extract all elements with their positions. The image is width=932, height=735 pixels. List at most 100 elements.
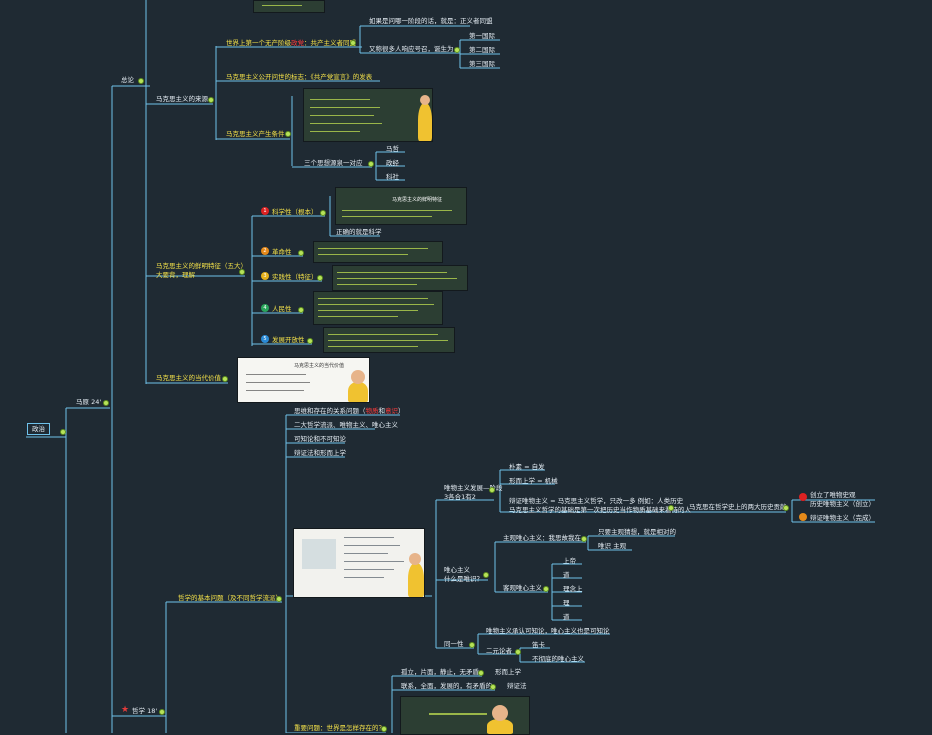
collapse-icon[interactable] — [381, 726, 387, 732]
collapse-icon[interactable] — [60, 429, 66, 435]
node-mazhe[interactable]: 马哲 — [386, 145, 399, 153]
lecture-image[interactable] — [303, 88, 433, 142]
collapse-icon[interactable] — [103, 400, 109, 406]
node-subj-2[interactable]: 唯识 主观 — [598, 542, 627, 550]
node-zhengjing[interactable]: 政经 — [386, 159, 399, 167]
collapse-icon[interactable] — [454, 47, 460, 53]
node-scientific-note[interactable]: 正确的就是科学 — [336, 228, 382, 236]
node-relation[interactable]: 思维和存在的关系问题（物质和意识） — [294, 407, 405, 415]
node-ma[interactable]: 马原 24' — [76, 398, 102, 406]
collapse-icon[interactable] — [368, 161, 374, 167]
node-knowable[interactable]: 可知论和不可知论 — [294, 435, 346, 443]
node-features[interactable]: 马克思主义的鲜明特征（五大） 大要背，理解 — [155, 262, 248, 280]
lecture-image[interactable] — [293, 528, 425, 598]
node-world-question[interactable]: 重要问题：世界是怎样存在的？ — [294, 724, 385, 732]
node-obj-5[interactable]: 道 — [563, 613, 570, 621]
node-basic-question[interactable]: 哲学的基本问题（及不同哲学流派） — [178, 594, 282, 602]
node-first-c2[interactable]: 又称很多人响应号召，诞生为 — [369, 45, 454, 53]
lecture-image[interactable] — [332, 265, 468, 291]
lecture-image[interactable] — [313, 241, 443, 263]
node-intl-1[interactable]: 第一国际 — [469, 32, 495, 40]
node-open[interactable]: 发展开放性 — [272, 336, 305, 344]
node-dualism[interactable]: 二元论者 — [486, 647, 512, 655]
node-subj-1[interactable]: 只要主观猜想，就是相对的 — [598, 528, 676, 536]
node-q-1b[interactable]: 形而上学 — [495, 668, 521, 676]
collapse-icon[interactable] — [298, 250, 304, 256]
collapse-icon[interactable] — [276, 596, 282, 602]
lecture-image[interactable] — [313, 291, 443, 325]
collapse-icon[interactable] — [489, 487, 495, 493]
node-contrib-1[interactable]: 创立了唯物史观 历史唯物主义（创立） — [809, 491, 876, 509]
collapse-icon[interactable] — [285, 131, 291, 137]
collapse-icon[interactable] — [317, 275, 323, 281]
node-obj-1[interactable]: 上帝 — [563, 557, 576, 565]
node-metaphysics[interactable]: 形而上学 = 机械 — [509, 477, 558, 485]
node-phil[interactable]: 哲学 18' — [132, 707, 158, 715]
collapse-icon[interactable] — [783, 505, 789, 511]
node-materialism[interactable]: 唯物主义发展—阶段 3各合1有2 — [443, 484, 504, 502]
node-origin[interactable]: 马克思主义的来源 — [156, 95, 208, 103]
badge-icon — [799, 493, 807, 501]
collapse-icon[interactable] — [478, 670, 484, 676]
lecture-image[interactable] — [400, 696, 530, 735]
node-naive[interactable]: 朴素 = 自发 — [509, 463, 545, 471]
collapse-icon[interactable] — [298, 307, 304, 313]
root-node[interactable]: 政治 — [27, 423, 50, 435]
node-identity-1[interactable]: 唯物主义承认可知论，唯心主义也是可知论 — [486, 627, 610, 635]
node-schools[interactable]: 二大哲学流派、唯物主义、唯心主义 — [294, 421, 398, 429]
collapse-icon[interactable] — [668, 505, 674, 511]
collapse-icon[interactable] — [159, 709, 165, 715]
node-q-2b[interactable]: 辩证法 — [507, 682, 527, 690]
node-revolutionary[interactable]: 革命性 — [272, 248, 292, 256]
collapse-icon[interactable] — [208, 97, 214, 103]
node-practical[interactable]: 实践性（特征） — [272, 273, 318, 281]
collapse-icon[interactable] — [350, 40, 356, 46]
lecture-image[interactable]: 马克思主义的鲜明特征 — [335, 187, 467, 225]
node-dialectical[interactable]: 辩证唯物主义 = 马克思主义哲学，只改一多 例如：人类历史 马克思主义哲学的基础… — [508, 497, 692, 515]
collapse-icon[interactable] — [469, 642, 475, 648]
collapse-icon[interactable] — [581, 536, 587, 542]
node-dual-2[interactable]: 不彻底的唯心主义 — [532, 655, 584, 663]
node-contrib-2[interactable]: 辩证唯物主义（完成） — [810, 514, 875, 522]
node-subjective[interactable]: 主观唯心主义：我思故我在 — [503, 534, 581, 542]
collapse-icon[interactable] — [138, 78, 144, 84]
node-value[interactable]: 马克思主义的当代价值 — [156, 374, 221, 382]
collapse-icon[interactable] — [515, 649, 521, 655]
collapse-icon[interactable] — [222, 376, 228, 382]
node-q-2[interactable]: 联系，全面，发展的，有矛盾的 — [401, 682, 492, 690]
collapse-icon[interactable] — [543, 586, 549, 592]
lecture-image[interactable]: 马克思主义的当代价值 — [237, 357, 370, 403]
node-people[interactable]: 人民性 — [272, 305, 292, 313]
node-intl-2[interactable]: 第二国际 — [469, 46, 495, 54]
lecture-image[interactable] — [253, 0, 325, 13]
node-manifesto[interactable]: 马克思主义公开问世的标志：《共产党宣言》的发表 — [226, 73, 373, 81]
collapse-icon[interactable] — [320, 210, 326, 216]
collapse-icon[interactable] — [307, 338, 313, 344]
node-first-party[interactable]: 世界上第一个无产阶级政党：共产主义者同盟 — [226, 39, 356, 47]
idealism-label: 唯心主义 什么是唯识？ — [444, 566, 483, 583]
node-obj-2[interactable]: 道 — [563, 571, 570, 579]
node-first-c1[interactable]: 如果是问哪一阶段的话，就是：正义者同盟 — [369, 17, 493, 25]
collapse-icon[interactable] — [239, 269, 245, 275]
node-obj-4[interactable]: 理 — [563, 599, 570, 607]
node-objective[interactable]: 客观唯心主义 — [503, 584, 542, 592]
node-scientific[interactable]: 科学性（根本） — [272, 208, 318, 216]
node-idealism[interactable]: 唯心主义 什么是唯识？ — [443, 566, 484, 584]
node-obj-3[interactable]: 理念上 — [563, 585, 583, 593]
node-q-1[interactable]: 孤立，片面，静止，无矛盾 — [401, 668, 479, 676]
node-keshe[interactable]: 科社 — [386, 173, 399, 181]
node-dialectics[interactable]: 辩证法和形而上学 — [294, 449, 346, 457]
node-overview[interactable]: 总论 — [121, 76, 134, 84]
collapse-icon[interactable] — [490, 684, 496, 690]
node-contribution[interactable]: 马克思在哲学史上的两大历史贡献 — [689, 503, 787, 511]
collapse-icon[interactable] — [483, 572, 489, 578]
badge-icon: 3 — [261, 272, 269, 280]
node-intl-3[interactable]: 第三国际 — [469, 60, 495, 68]
node-dual-1[interactable]: 笛卡 — [532, 641, 545, 649]
lecture-image[interactable] — [323, 327, 455, 353]
node-conditions[interactable]: 马克思主义产生条件 — [226, 130, 285, 138]
node-identity[interactable]: 同一性 — [444, 640, 464, 648]
node-unity[interactable]: 三个思想源泉一对应 — [304, 159, 363, 167]
badge-icon — [799, 513, 807, 521]
